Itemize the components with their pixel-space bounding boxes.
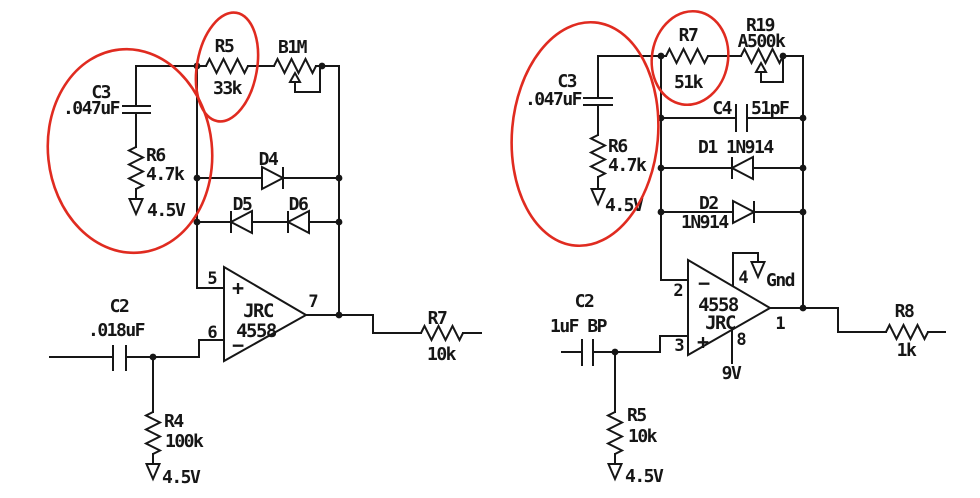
annotation-ellipse-right-c3-r6 [510,20,660,248]
left-c3-value-label: .047uF [63,98,120,119]
right-pot-wiper-arrow [755,62,767,73]
right-pin1-label: 1 [775,314,785,334]
left-labels: R5 33k B1M C3 .047uF R6 4.7k 4.5V D4 D5 … [63,36,458,488]
right-d1-label: D1 1N914 [698,137,774,158]
left-c2-ref-label: C2 [110,296,129,317]
left-r4-value-label: 100k [165,431,204,452]
right-d2-diode [732,200,755,224]
left-rout-value-label: 10k [427,344,457,365]
left-components [112,58,464,455]
left-circuit: R5 33k B1M C3 .047uF R6 4.7k 4.5V D4 D5 … [49,36,482,488]
right-pin8-label: 8 [736,330,746,350]
right-gnd-label: Gnd [766,270,795,291]
right-c4-value-label: 51pF [751,98,789,119]
right-vcc-label: 9V [722,363,742,384]
right-d2-ref-label: D2 [699,193,718,214]
right-opamp-triangle [687,258,772,357]
right-c3-value-label: .047uF [525,89,582,110]
right-c4-capacitor [735,104,748,132]
left-pin5-label: 5 [207,269,217,289]
left-r4-rail-arrow [145,463,161,480]
left-ic-part-label: 4558 [236,320,277,342]
right-r6-value-label: 4.7k [608,155,647,176]
right-c3-ref-label: C3 [557,71,576,92]
left-rout-ref-label: R7 [428,308,447,329]
right-plus-sign: + [697,330,709,354]
right-minus-sign: − [698,271,710,295]
right-wires [561,55,946,465]
right-r6-resistor [590,134,606,178]
left-c2-value-label: .018uF [88,320,145,341]
left-r6-value-label: 4.7k [146,164,185,185]
right-rout-value-label: 1k [897,340,917,361]
left-pot-b1m [273,58,317,74]
right-pot-ref-label: R19 [746,15,775,36]
left-r6-resistor [128,146,144,190]
left-d6-label: D6 [289,194,308,215]
left-d4-label: D4 [259,149,279,170]
left-r5-ref-label: R5 [215,36,234,57]
left-c3-ref-label: C3 [91,82,110,103]
left-r6-ref-label: R6 [146,145,165,166]
right-r5-value-label: 10k [628,426,658,447]
left-r4-ref-label: R4 [164,411,184,432]
right-r7-resistor [665,48,709,64]
right-c2-capacitor [581,339,594,366]
left-opamp-triangle [223,265,309,363]
right-d2-value-label: 1N914 [681,212,729,233]
left-wires [49,65,482,465]
right-rout-ref-label: R8 [895,301,914,322]
left-pot-label: B1M [278,37,308,58]
right-d1-diode [731,156,754,180]
left-ic-brand-label: JRC [243,300,274,322]
right-r5-ref-label: R5 [627,405,646,426]
left-d5-label: D5 [233,194,252,215]
annotation-ellipses [46,9,730,255]
left-junction-dots [149,62,343,361]
right-junction-dots [611,52,807,356]
right-r5-rail-label: 4.5V [625,466,664,487]
right-r6-rail-arrow [590,188,606,205]
right-r7-ref-label: R7 [679,25,698,46]
left-r5-resistor [205,58,249,74]
left-minus-sign: − [232,333,244,357]
right-labels: R7 51k R19 A500k C3 .047uF R6 4.7k 4.5V … [525,15,919,487]
right-r6-ref-label: R6 [608,136,627,157]
right-c2-value-label: 1uF BP [550,316,608,337]
left-pin6-label: 6 [207,323,217,343]
right-gnd-arrow [750,261,766,278]
right-r5-resistor [607,411,623,455]
left-d4-diode [261,166,284,190]
left-plus-sign: + [232,276,244,300]
right-pin4-label: 4 [738,268,748,288]
right-circuit: R7 51k R19 A500k C3 .047uF R6 4.7k 4.5V … [525,15,946,487]
right-rout-resistor [885,324,929,340]
right-pin2-label: 2 [673,281,682,301]
right-pin3-label: 3 [674,336,684,356]
annotation-ellipse-right-r7 [650,9,730,107]
right-components [581,48,929,455]
left-c3-capacitor [122,105,151,114]
right-c2-ref-label: C2 [575,291,594,312]
right-c3-capacitor [583,97,613,106]
right-r7-value-label: 51k [674,72,704,93]
left-r4-rail-label: 4.5V [162,467,201,488]
right-r5-rail-arrow [607,463,623,480]
right-c4-ref-label: C4 [712,98,732,119]
right-ic-part-label: 4558 [698,294,739,316]
left-r6-rail-arrow [128,198,144,215]
left-r6-rail-label: 4.5V [147,200,186,221]
left-c2-capacitor [112,345,127,371]
left-r4-resistor [145,411,161,455]
left-r5-value-label: 33k [213,78,243,99]
right-ic-brand-label: JRC [705,312,736,334]
left-pin7-label: 7 [308,292,317,312]
right-pot-value-label: A500k [738,31,786,52]
